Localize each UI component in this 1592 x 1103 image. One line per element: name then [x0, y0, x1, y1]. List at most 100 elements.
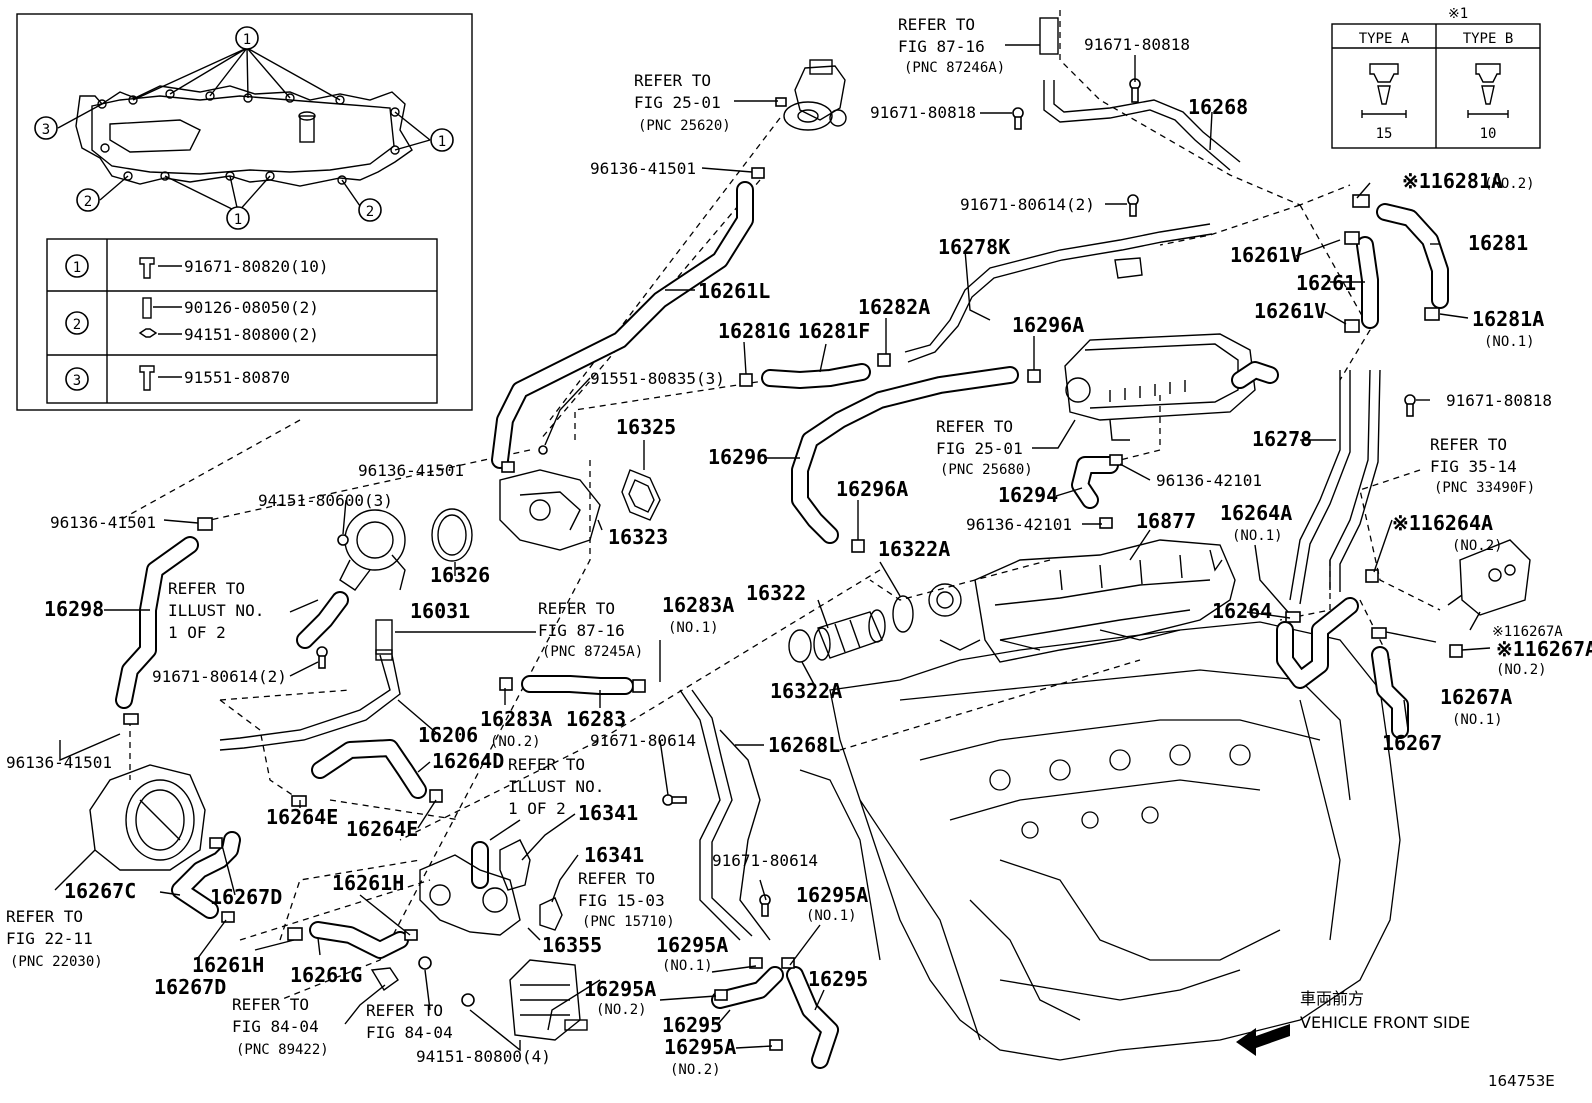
part-label: 16264D — [432, 749, 504, 773]
svg-text:REFER TO: REFER TO — [508, 755, 585, 774]
part-label: 16295A — [664, 1035, 736, 1059]
thermostat-16031 — [339, 509, 406, 591]
part-qualifier: (NO.1) — [662, 958, 713, 974]
part-label: 16281A — [1472, 307, 1544, 331]
part-qualifier: (NO.1) — [1452, 712, 1503, 728]
svg-text:FIG 25-01: FIG 25-01 — [634, 93, 721, 112]
svg-text:FIG 87-16: FIG 87-16 — [898, 37, 985, 56]
bolt-label: 91671-80614 — [590, 731, 696, 750]
part-label: 16281F — [798, 319, 870, 343]
part-label: 16322A — [878, 537, 950, 561]
legend-part: 94151-80800(2) — [184, 325, 319, 344]
svg-text:REFER TO: REFER TO — [538, 599, 615, 618]
bolt-label: 91671-80614 — [712, 851, 818, 870]
clamp-label: 96136-41501 — [590, 159, 696, 178]
refer-note-25-01-b: REFER TO FIG 25-01 (PNC 25680) — [936, 417, 1033, 478]
front-label-jp: 車両前方 — [1300, 989, 1364, 1008]
bolt-label: 91671-80614(2) — [152, 667, 287, 686]
throttle-body — [89, 764, 206, 871]
clamp-label: 96136-41501 — [358, 461, 464, 480]
part-label: 16267 — [1382, 731, 1442, 755]
svg-text:(PNC 25620): (PNC 25620) — [638, 118, 731, 134]
intake-plenum — [928, 539, 1236, 663]
bolt-label: 91671-80818 — [1446, 391, 1552, 410]
part-label: 16278K — [938, 235, 1010, 259]
part-qualifier: (NO.2) — [1452, 538, 1503, 554]
part-label: ※116264A — [1392, 511, 1493, 535]
svg-text:(PNC 15710): (PNC 15710) — [582, 914, 675, 930]
part-label: 16267C — [64, 879, 136, 903]
part-label: 16355 — [542, 933, 602, 957]
part-label: 16261V — [1230, 243, 1302, 267]
svg-text:※1: ※1 — [1448, 6, 1468, 22]
part-label: ※116267A — [1496, 637, 1592, 661]
part-label: 16261V — [1254, 299, 1326, 323]
svg-text:3: 3 — [42, 122, 50, 138]
part-label: 16264 — [1212, 599, 1272, 623]
gasket-16341 — [539, 897, 563, 931]
svg-text:1: 1 — [438, 134, 446, 150]
svg-text:TYPE B: TYPE B — [1463, 31, 1514, 47]
inset-callout: 1 — [430, 128, 454, 152]
assembly-dashed-lines — [119, 10, 1441, 1001]
part-labels: 16268 ※116281A (NO.2) 16281 16261V 16261… — [6, 35, 1592, 1078]
part-label: 16326 — [430, 563, 490, 587]
svg-text:FIG 35-14: FIG 35-14 — [1430, 457, 1517, 476]
svg-text:1 OF 2: 1 OF 2 — [508, 799, 566, 818]
part-label: ※116267A — [1492, 624, 1563, 640]
part-qualifier: (NO.2) — [596, 1002, 647, 1018]
part-label: 16296A — [836, 477, 908, 501]
part-label: 16278 — [1252, 427, 1312, 451]
svg-text:ILLUST NO.: ILLUST NO. — [508, 777, 604, 796]
svg-text:REFER TO: REFER TO — [168, 579, 245, 598]
svg-text:FIG 84-04: FIG 84-04 — [366, 1023, 453, 1042]
part-label: ※116281A — [1402, 169, 1503, 193]
part-label: 16267A — [1440, 685, 1512, 709]
svg-text:FIG 25-01: FIG 25-01 — [936, 439, 1023, 458]
gasket-16325 — [621, 469, 661, 521]
inset-callout: 2 — [358, 198, 382, 222]
svg-text:(PNC 89422): (PNC 89422) — [236, 1042, 329, 1058]
svg-text:(PNC 25680): (PNC 25680) — [940, 462, 1033, 478]
oil-cooler — [509, 959, 588, 1041]
svg-text:1: 1 — [234, 212, 242, 228]
water-outlet-16323 — [499, 469, 601, 551]
svg-text:ILLUST NO.: ILLUST NO. — [168, 601, 264, 620]
svg-text:(PNC 33490F): (PNC 33490F) — [1434, 480, 1535, 496]
part-label: 16283 — [566, 707, 626, 731]
part-label: 16267D — [154, 975, 226, 999]
svg-text:2: 2 — [84, 194, 92, 210]
bolt-label: 91671-80818 — [870, 103, 976, 122]
svg-text:REFER TO: REFER TO — [936, 417, 1013, 436]
part-qualifier: (NO.1) — [1232, 528, 1283, 544]
egr-cooler — [1064, 333, 1279, 441]
oil-cooler-right — [1447, 539, 1531, 631]
part-label: 16341 — [578, 801, 638, 825]
svg-text:FIG 15-03: FIG 15-03 — [578, 891, 665, 910]
refer-note-15-03: REFER TO FIG 15-03 (PNC 15710) — [578, 869, 675, 930]
svg-text:REFER TO: REFER TO — [578, 869, 655, 888]
part-label: 16261L — [698, 279, 770, 303]
part-label: 16298 — [44, 597, 104, 621]
part-label: 16283A — [480, 707, 552, 731]
vehicle-front-indicator: 車両前方 VEHICLE FRONT SIDE — [1236, 989, 1470, 1056]
svg-text:REFER TO: REFER TO — [6, 907, 83, 926]
legend-no: 3 — [73, 373, 81, 389]
part-label: 16322A — [770, 679, 842, 703]
legend-no: 1 — [73, 260, 81, 276]
o-ring-16322A — [788, 629, 812, 663]
svg-text:FIG 84-04: FIG 84-04 — [232, 1017, 319, 1036]
clamp-label: 96136-42101 — [966, 515, 1072, 534]
part-label: 16261H — [332, 871, 404, 895]
front-arrow-icon — [1236, 1024, 1290, 1056]
part-qualifier: (NO.2) — [1496, 662, 1547, 678]
part-label: 16295 — [808, 967, 868, 991]
